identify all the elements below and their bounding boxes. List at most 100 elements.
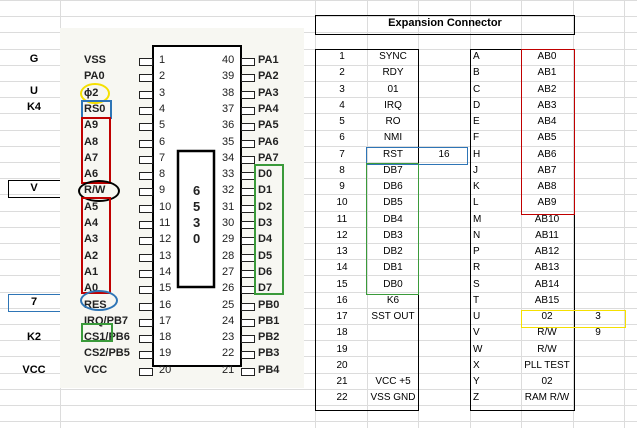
chip-right-pin-number: 37 — [222, 102, 235, 115]
chip-left-pin-number: 1 — [159, 54, 166, 66]
chip-left-pin-number: 14 — [159, 265, 172, 278]
connector-pin-letter: X — [473, 359, 480, 371]
chip-right-pin-number: 36 — [222, 119, 235, 132]
connector-pin-letter: L — [473, 197, 479, 209]
grid-row-line — [0, 227, 637, 228]
chip-right-pin-stub — [241, 172, 255, 181]
connector-pin-letter: S — [473, 278, 480, 290]
chip-right-pin-number: 22 — [222, 347, 235, 360]
left-label-g: G — [29, 53, 39, 65]
chip-left-pin-stub — [139, 74, 153, 83]
connector-signal: SST OUT — [371, 311, 415, 322]
chip-right-pin-label: PB0 — [258, 298, 280, 311]
chip-right-pin-stub — [241, 90, 255, 99]
grid-row-line — [0, 356, 637, 357]
connector-signal-2: RAM R/W — [524, 392, 570, 404]
connector-pin-number: 20 — [336, 359, 348, 371]
grid-row-line — [0, 178, 637, 179]
chip-right-pin-number: 34 — [222, 151, 235, 164]
chip-left-pin-number: 19 — [159, 347, 172, 360]
connector-crossref: 16 — [438, 148, 450, 160]
chip-left-pin-number: 15 — [159, 282, 172, 295]
chip-pinout-image — [60, 28, 304, 388]
chip-left-pin-stub — [139, 269, 153, 278]
chip-left-pin-number: 6 — [159, 135, 166, 148]
chip-right-pin-stub — [241, 74, 255, 83]
grid-row-line — [0, 97, 637, 98]
connector-signal-2: AB5 — [537, 132, 557, 144]
chip-right-pin-label: PA4 — [258, 102, 279, 115]
phi2-highlight — [80, 83, 110, 104]
chip-right-pin-stub — [241, 188, 255, 197]
grid-col-line — [624, 0, 625, 428]
chip-left-pin-number: 17 — [159, 314, 172, 327]
left-label-v: V — [30, 182, 38, 194]
chip-right-pin-stub — [241, 58, 255, 66]
connector-signal-2: AB4 — [537, 116, 557, 127]
connector-signal-2: AB6 — [537, 148, 557, 160]
connector-signal-2: AB11 — [535, 229, 559, 241]
grid-row-line — [0, 65, 637, 66]
chip-right-pin-stub — [241, 139, 255, 148]
connector-pin-number: 21 — [336, 376, 348, 387]
connector-pin-letter: M — [473, 213, 482, 225]
chip-right-pin-label: D4 — [258, 233, 273, 246]
chip-left-pin-label: PA0 — [84, 70, 105, 83]
connector-pin-number: 14 — [336, 262, 348, 274]
connector-pin-letter: P — [473, 246, 480, 257]
chip-left-pin-label: VSS — [84, 54, 107, 66]
connector-signal-2: AB14 — [534, 278, 560, 290]
chip-right-pin-label: D7 — [258, 282, 273, 295]
chip-left-pin-number: 13 — [159, 249, 172, 262]
chip-left-pin-number: 11 — [159, 217, 171, 229]
chip-left-pin-stub — [139, 253, 153, 262]
chip-right-pin-label: D5 — [258, 249, 273, 262]
connector-signal: VSS GND — [370, 392, 416, 404]
connector-pin-letter: J — [473, 164, 478, 176]
grid-row-line — [0, 308, 637, 309]
connector-signal: SYNC — [379, 51, 407, 62]
connector-pin-number: 4 — [339, 99, 345, 111]
connector-pin-number: 11 — [336, 213, 348, 225]
chip-name-3: 3 — [193, 215, 201, 230]
chip-right-pin-stub — [241, 237, 255, 246]
chip-right-pin-stub — [241, 253, 255, 262]
grid-row-line — [0, 340, 637, 341]
chip-right-pin-stub — [241, 335, 255, 344]
chip-left-pin-number: 12 — [159, 233, 172, 246]
chip-right-pin-number: 40 — [222, 54, 235, 66]
chip-right-pin-stub — [241, 106, 255, 115]
chip-left-pin-label: A5 — [84, 200, 99, 213]
connector-pin-letter: Y — [473, 376, 480, 387]
chip-right-pin-label: D1 — [258, 184, 273, 197]
chip-left-pin-number: 2 — [159, 70, 166, 83]
connector-pin-number: 12 — [336, 229, 348, 241]
connector-pin-number: 9 — [339, 181, 345, 192]
rst-highlight — [366, 147, 468, 165]
chip-right-pin-number: 30 — [222, 217, 235, 229]
chip-left-pin-label: VCC — [84, 363, 108, 376]
connector-pin-number: 10 — [336, 197, 348, 209]
chip-right-pin-label: PB3 — [258, 347, 280, 360]
grid-row-line — [0, 275, 637, 276]
connector-pin-number: 2 — [339, 67, 345, 79]
connector-signal-2: AB3 — [537, 99, 557, 111]
connector-signal-2: AB10 — [534, 213, 560, 225]
u-02-highlight — [521, 310, 626, 328]
chip-right-pin-label: PB2 — [258, 331, 280, 344]
chip-left-pin-label: A7 — [84, 151, 99, 164]
grid-row-line — [0, 292, 637, 293]
connector-pin-number: 8 — [339, 164, 345, 176]
chip-left-pin-stub — [139, 139, 153, 148]
chip-right-pin-label: D6 — [258, 265, 273, 278]
chip-right-pin-number: 38 — [222, 86, 235, 99]
chip-right-pin-label: PB1 — [258, 314, 280, 327]
ab-highlight — [521, 49, 575, 215]
chip-right-pin-number: 26 — [222, 282, 235, 295]
connector-pin-letter: N — [473, 229, 481, 241]
chip-right-pin-stub — [241, 367, 255, 376]
chip-left-pin-stub — [139, 367, 153, 376]
connector-pin-letter: R — [473, 262, 481, 274]
chip-right-pin-stub — [241, 269, 255, 278]
grid-row-line — [0, 259, 637, 260]
